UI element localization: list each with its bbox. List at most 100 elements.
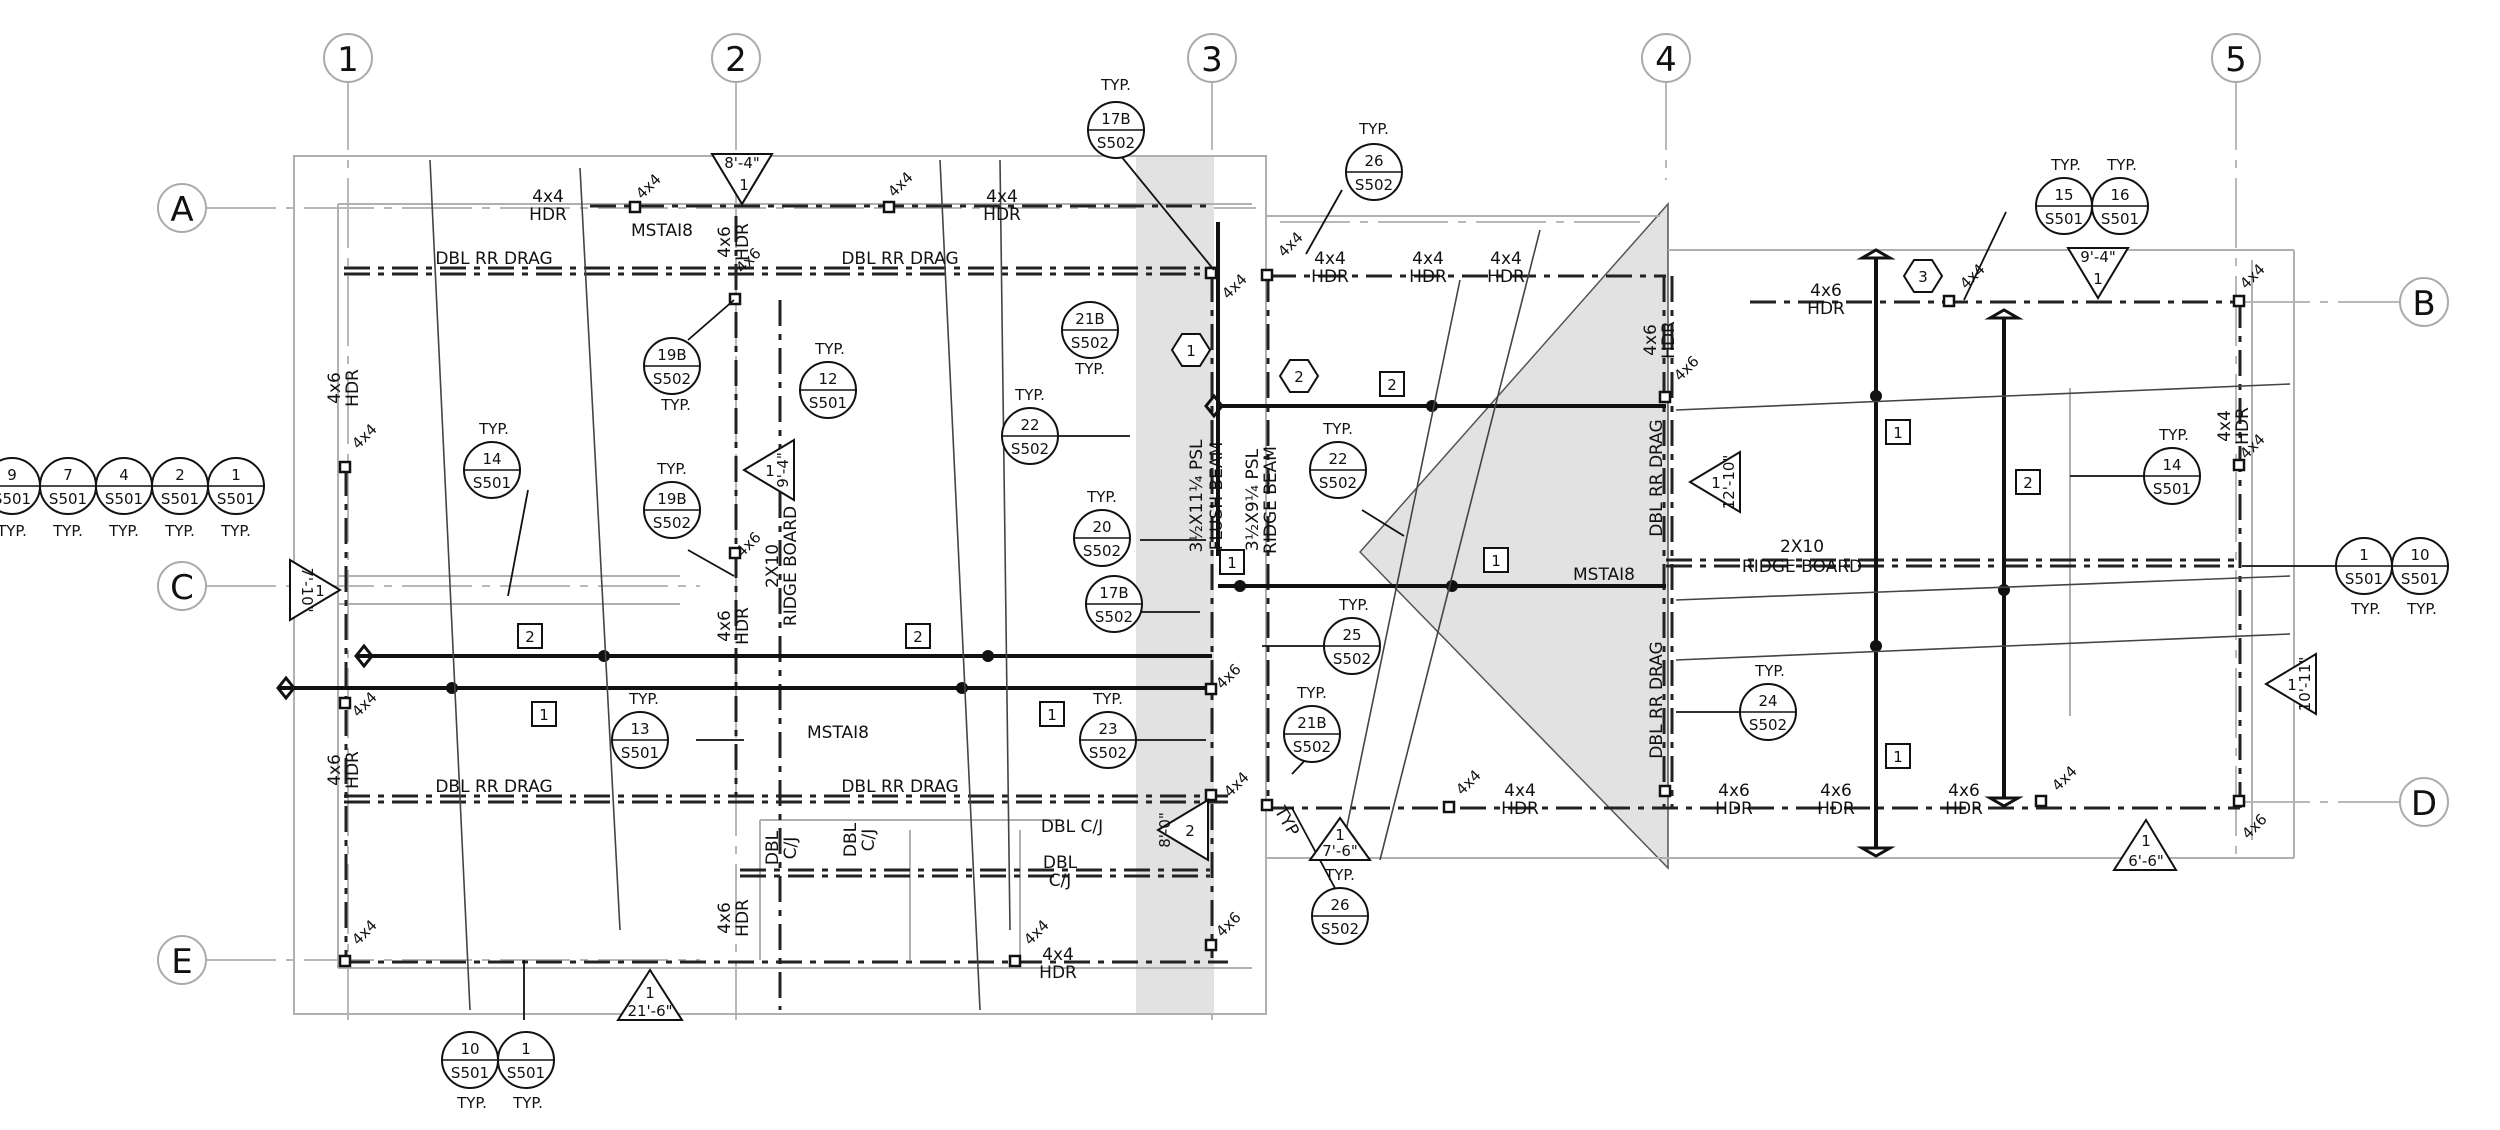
height-tag: 1 <box>2141 832 2151 850</box>
post <box>1008 954 1022 968</box>
hdr-label: HDR <box>343 369 363 407</box>
post <box>1260 268 1274 282</box>
ridge-board-label: RIDGE BOARD <box>1742 557 1862 577</box>
beam-tag-text: 1 <box>1491 552 1501 570</box>
callout-note: TYP. <box>814 340 845 358</box>
callout-sheet: S502 <box>1097 134 1135 152</box>
hdr-label: HDR <box>1039 963 1077 983</box>
shaded-zone-grid-3 <box>1136 156 1214 1014</box>
height-value: 21'-6" <box>627 1002 672 1020</box>
callout-sheet: S502 <box>1293 738 1331 756</box>
hdr-label: HDR <box>1807 299 1845 319</box>
post-size-label: 4x4 <box>2236 260 2269 293</box>
height-tag: 1 <box>765 462 775 480</box>
post-size-label: 4x6 <box>2238 810 2271 843</box>
hex-tags <box>1170 259 1944 393</box>
post <box>338 696 352 710</box>
beam-tags <box>517 371 2041 769</box>
beam-bearing-dots <box>446 390 2010 694</box>
height-value: 12'-10" <box>1720 455 1738 510</box>
callout-sheet: S501 <box>2153 480 2191 498</box>
beam-tag-text: 2 <box>2023 474 2033 492</box>
grid-label-D: D <box>2411 784 2437 824</box>
post-size-label: 4x4 <box>1218 270 1251 303</box>
hdr-size-label: 4x4 <box>1042 945 1074 965</box>
strap-label: MSTAI8 <box>1573 565 1635 585</box>
callout-note: TYP. <box>1100 76 1131 94</box>
callout-number: 20 <box>1092 518 1111 536</box>
post <box>2232 794 2246 808</box>
beam-tag-text: 2 <box>1387 376 1397 394</box>
hdr-size-label: 4x6 <box>1810 281 1842 301</box>
beam-tag-text: 1 <box>1227 554 1237 572</box>
height-tag: 1 <box>2287 676 2297 694</box>
height-value: 8'-0" <box>1156 812 1174 848</box>
callout-number: 21B <box>1075 310 1104 328</box>
shaded-hip-triangle <box>1358 202 1669 870</box>
height-triangle <box>2264 652 2317 716</box>
height-value: 10'-11" <box>2296 657 2314 712</box>
grid-bubble-C <box>157 561 207 611</box>
height-triangle <box>1156 798 1209 862</box>
callout-note: TYP. <box>2350 600 2381 618</box>
grid-bubble-B <box>2399 277 2449 327</box>
drag-label: DBL RR DRAG <box>1647 641 1667 758</box>
callout-number: 14 <box>482 450 501 468</box>
ridge-board-size: 2X10 <box>763 544 783 588</box>
height-tag: 2 <box>1185 822 1195 840</box>
callout-number: 14 <box>2162 456 2181 474</box>
drag-label: DBL RR DRAG <box>841 249 958 269</box>
callout-sheet: S501 <box>473 474 511 492</box>
callout-number: 19B <box>657 346 686 364</box>
grid-bubbles <box>157 33 2449 985</box>
grid-bubble-D <box>2399 777 2449 827</box>
callout-number: 17B <box>1101 110 1130 128</box>
callout-note: TYP. <box>1086 488 1117 506</box>
drag-label: DBL RR DRAG <box>841 777 958 797</box>
post <box>1658 784 1672 798</box>
callout-note: TYP. <box>1014 386 1045 404</box>
callout-note: TYP. <box>512 1094 543 1112</box>
callout-note: TYP. <box>108 522 139 540</box>
callout-sheet: S501 <box>217 490 255 508</box>
callout-number: 10 <box>2410 546 2429 564</box>
post <box>1942 294 1956 308</box>
hdr-label: HDR <box>1817 799 1855 819</box>
hdr-label: HDR <box>1409 267 1447 287</box>
callout-number: 24 <box>1758 692 1777 710</box>
callout-sheet: S502 <box>1071 334 1109 352</box>
grid-label-A: A <box>170 190 193 230</box>
hdr-size-label: 4x4 <box>1314 249 1346 269</box>
callout-note: TYP. <box>2406 600 2437 618</box>
grid-bubble-E <box>157 935 207 985</box>
callout-number: 17B <box>1099 584 1128 602</box>
callout-note: TYP. <box>656 460 687 478</box>
post-size-label: 4x6 <box>1212 908 1245 941</box>
hex-tag-text: 1 <box>1186 342 1196 360</box>
callout-number: 12 <box>818 370 837 388</box>
height-triangle <box>710 153 774 206</box>
cj-label: C/J <box>1049 871 1072 891</box>
flush-beam-size: 3½X11¼ PSL <box>1187 439 1207 552</box>
height-markers <box>289 153 2317 1021</box>
callout-note: TYP. <box>456 1094 487 1112</box>
hdr-size-label: 4x6 <box>715 902 735 934</box>
callout-note: TYP. <box>478 420 509 438</box>
beam-tag-text: 1 <box>1047 706 1057 724</box>
post <box>1204 788 1218 802</box>
drag-label: DBL RR DRAG <box>435 249 552 269</box>
callout-sheet: S501 <box>809 394 847 412</box>
callout-note: TYP. <box>1296 684 1327 702</box>
grid-label-3: 3 <box>1201 40 1223 80</box>
hdr-label: HDR <box>1715 799 1753 819</box>
height-triangle <box>1308 816 1372 861</box>
hdr-label: HDR <box>733 607 753 645</box>
grid-bubble-1 <box>323 33 373 83</box>
callout-sheet: S501 <box>2401 570 2439 588</box>
hdr-size-label: 4x4 <box>532 187 564 207</box>
post <box>1204 682 1218 696</box>
grid-label-B: B <box>2412 284 2435 324</box>
callout-note: TYP. <box>220 522 251 540</box>
height-tag: 1 <box>1711 474 1721 492</box>
wall-outlines <box>293 155 2295 1015</box>
